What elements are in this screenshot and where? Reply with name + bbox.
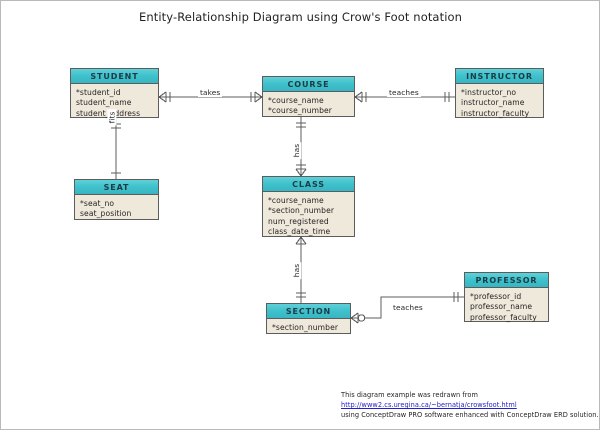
attribute: student_name [76,98,132,108]
crowsfoot-student-course-right [250,91,263,103]
optional-circle-section-professor [357,314,366,322]
onebar-course-class-top [296,122,306,128]
footer-line-1: This diagram example was redrawn from [341,391,478,399]
entity-instructor[interactable]: INSTRUCTOR *instructor_no instructor_nam… [455,68,544,118]
entity-course-attributes: *course_name *course_number [263,92,354,121]
entity-section[interactable]: SECTION *section_number [266,303,351,334]
entity-instructor-attributes: *instructor_no instructor_name instructo… [456,84,543,123]
attribute: *section_number [272,323,339,332]
crowsfoot-class-section-top [295,236,307,245]
relationship-label-teaches-course-instructor: teaches [387,88,421,97]
attribute: *course_name [268,196,324,205]
attribute: *course_name [268,96,324,105]
crowsfoot-course-instructor-left [354,91,367,103]
entity-professor[interactable]: PROFESSOR *professor_id professor_name p… [464,272,549,322]
source-link[interactable]: http://www2.cs.uregina.ca/~bernatja/crow… [341,401,517,409]
relationship-label-fits: fits [107,109,117,126]
attribute: professor_name [470,302,533,312]
attribute: class_date_time [268,227,331,237]
attribute: num_registered [268,216,329,226]
edge-section-professor [351,296,464,319]
footer-line-2: using ConceptDraw PRO software enhanced … [341,411,599,419]
attribute: professor_faculty [470,312,537,322]
onebar-section-professor-right [453,292,459,302]
attribute: *professor_id [470,292,522,301]
relationship-label-takes: takes [198,88,223,97]
entity-class[interactable]: CLASS *course_name *section_number num_r… [262,176,355,237]
onebar-class-section-bottom [296,292,306,298]
relationship-label-has-course-class: has [292,141,302,160]
relationship-label-teaches-section-professor: teaches [391,303,425,312]
entity-course-title: COURSE [263,77,354,92]
attribute: *section_number [268,206,335,216]
entity-seat-title: SEAT [75,180,158,195]
onebar-course-instructor-right [444,92,450,102]
entity-class-title: CLASS [263,177,354,192]
entity-professor-title: PROFESSOR [465,273,548,288]
entity-seat[interactable]: SEAT *seat_no seat_position [74,179,159,220]
attribute: *seat_no [80,199,115,208]
crowsfoot-course-class-bottom [295,164,307,177]
page-title: Entity-Relationship Diagram using Crow's… [138,10,463,24]
attribute: *instructor_no [461,88,517,97]
crowsfoot-student-course-left [158,91,171,103]
attribute: student_address [76,109,158,119]
relationship-label-has-class-section: has [292,261,302,280]
entity-instructor-title: INSTRUCTOR [456,69,543,84]
entity-course[interactable]: COURSE *course_name *course_number [262,76,355,117]
entity-section-title: SECTION [267,304,350,319]
attribute: *student_id [76,88,121,97]
attribute: seat_position [80,209,132,219]
entity-class-attributes: *course_name *section_number num_registe… [263,192,354,242]
entity-professor-attributes: *professor_id professor_name professor_f… [465,288,548,327]
entity-student-title: STUDENT [71,69,158,84]
attribute: *course_number [268,106,333,116]
entity-seat-attributes: *seat_no seat_position [75,195,158,224]
entity-section-attributes: *section_number [267,319,350,337]
attribute: instructor_name [461,98,525,108]
footer-attribution: This diagram example was redrawn from ht… [341,390,599,420]
attribute: instructor_faculty [461,108,530,118]
